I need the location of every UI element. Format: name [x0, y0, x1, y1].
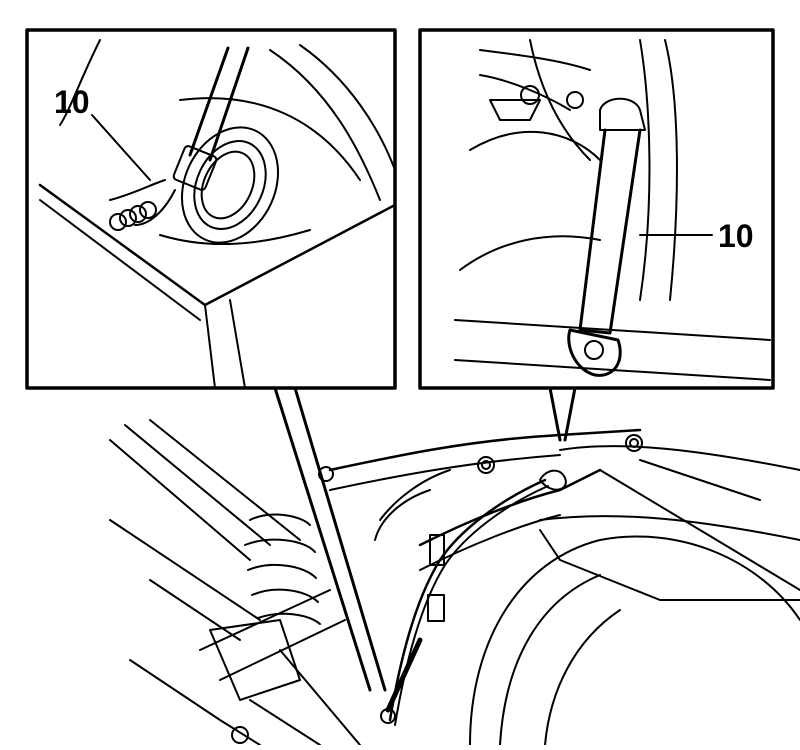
left-inset-frame	[25, 28, 397, 390]
bolt	[318, 466, 334, 482]
tyre	[469, 535, 800, 746]
strut-rod	[385, 637, 423, 713]
brake-cable	[388, 478, 547, 722]
right-inset	[418, 28, 775, 390]
tyre-tread	[499, 574, 601, 746]
bolt	[625, 434, 643, 452]
wheel-arch	[559, 445, 800, 471]
callout-pointers	[273, 386, 577, 692]
left-leader	[91, 114, 151, 181]
left-cable	[188, 46, 230, 157]
left-return-spring	[109, 201, 157, 231]
coil-spring	[244, 513, 321, 625]
callout-label-left: 10	[54, 84, 90, 120]
left-inset	[25, 28, 397, 390]
control-arm	[418, 468, 602, 547]
callout-label-right: 10	[718, 218, 754, 254]
main-scene	[109, 419, 800, 746]
spanner-tool	[567, 97, 646, 377]
subframe	[328, 428, 642, 472]
bolt	[477, 456, 495, 474]
